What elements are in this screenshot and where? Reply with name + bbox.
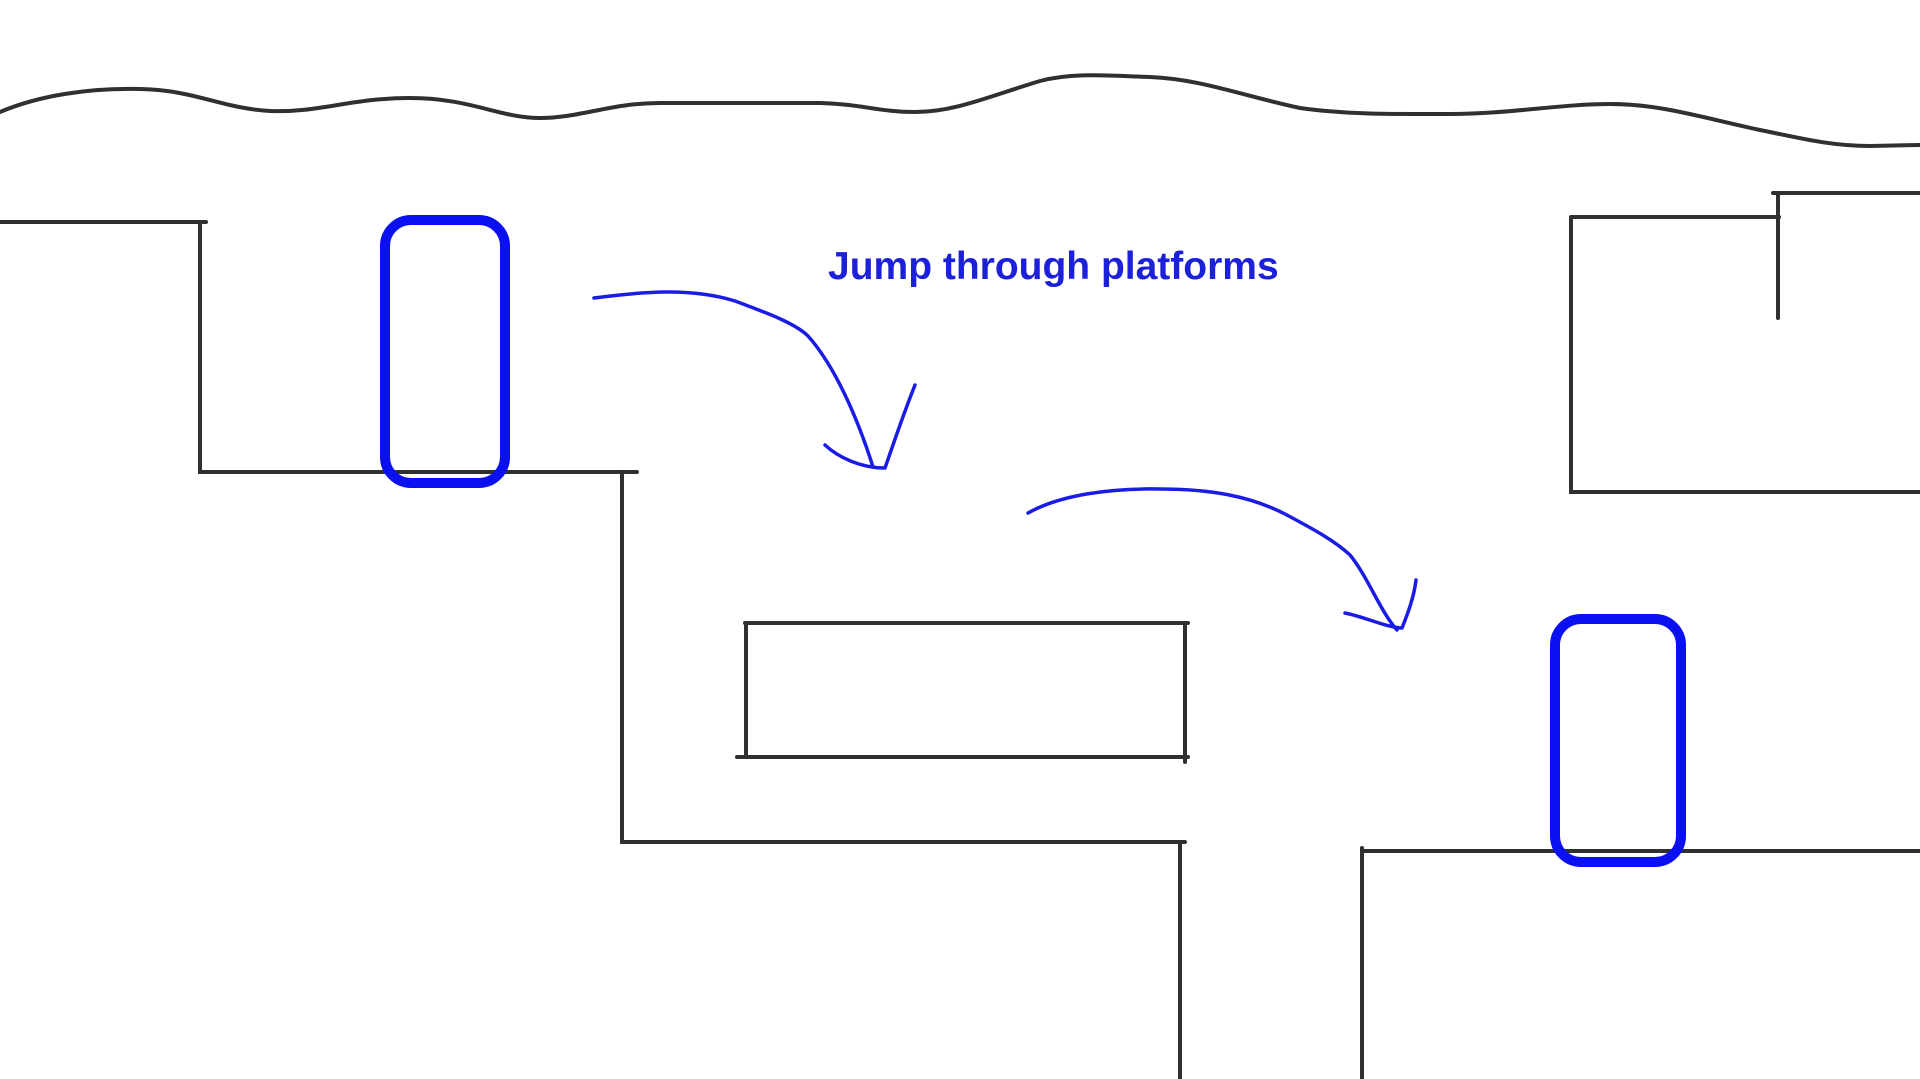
player-start	[380, 215, 510, 488]
jump-arrow-1-curve	[592, 290, 875, 469]
jump-arrow-1-head	[823, 383, 917, 470]
caption-text: Jump through platforms	[828, 245, 1279, 288]
player-end	[1550, 614, 1686, 867]
right-upper-block	[1569, 191, 1920, 494]
jump-arrow-2-curve	[1026, 487, 1399, 632]
right-floor	[1360, 846, 1920, 1079]
jump-arrow-2-head	[1343, 578, 1418, 630]
floating-platform	[735, 621, 1190, 764]
middle-step	[620, 470, 1187, 1079]
left-ledge	[0, 220, 639, 474]
jump-arrow-1	[592, 290, 917, 470]
ceiling-line	[0, 73, 1920, 149]
jump-arrow-2	[1026, 487, 1418, 632]
